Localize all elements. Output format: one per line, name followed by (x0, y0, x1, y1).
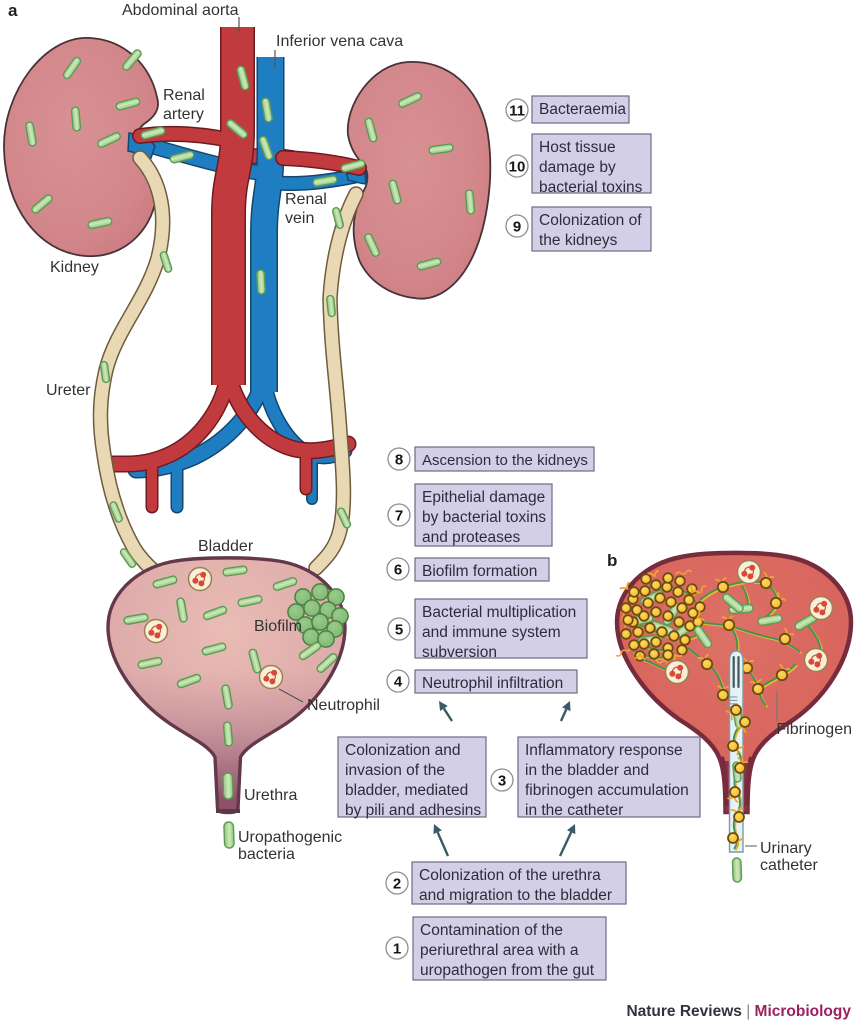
svg-text:a: a (8, 1, 18, 20)
svg-text:Contamination of the: Contamination of the (420, 922, 563, 939)
svg-text:and immune system: and immune system (422, 624, 561, 641)
svg-text:Neutrophil infiltration: Neutrophil infiltration (422, 675, 563, 692)
svg-text:5: 5 (395, 622, 403, 639)
svg-text:Ureter: Ureter (46, 382, 91, 399)
svg-text:8: 8 (395, 452, 403, 469)
svg-text:by bacterial toxins: by bacterial toxins (422, 509, 546, 526)
svg-text:Inflammatory response: Inflammatory response (525, 742, 683, 759)
svg-text:periurethral area with a: periurethral area with a (420, 942, 579, 959)
svg-text:Urinary: Urinary (760, 840, 812, 857)
svg-text:1: 1 (393, 941, 401, 958)
svg-text:9: 9 (513, 219, 521, 236)
svg-text:invasion of the: invasion of the (345, 762, 445, 779)
svg-text:artery: artery (163, 106, 204, 123)
svg-text:Host tissue: Host tissue (539, 139, 616, 156)
svg-text:bladder, mediated: bladder, mediated (345, 782, 468, 799)
svg-text:Nature Reviews | Microbiology: Nature Reviews | Microbiology (626, 1003, 851, 1020)
svg-text:Neutrophil: Neutrophil (307, 697, 380, 714)
svg-text:Kidney: Kidney (50, 259, 99, 276)
svg-text:Renal: Renal (163, 87, 205, 104)
svg-text:and proteases: and proteases (422, 529, 520, 546)
svg-text:2: 2 (393, 876, 401, 893)
svg-text:Abdominal aorta: Abdominal aorta (122, 2, 239, 19)
svg-text:the kidneys: the kidneys (539, 232, 618, 249)
svg-text:by pili and adhesins: by pili and adhesins (345, 802, 481, 819)
svg-text:Biofilm formation: Biofilm formation (422, 563, 537, 580)
svg-text:bacteria: bacteria (238, 846, 295, 863)
svg-text:Bacterial multiplication: Bacterial multiplication (422, 604, 576, 621)
svg-text:Colonization of the urethra: Colonization of the urethra (419, 867, 601, 884)
svg-text:Inferior vena cava: Inferior vena cava (276, 33, 403, 50)
svg-text:fibrinogen accumulation: fibrinogen accumulation (525, 782, 689, 799)
svg-text:vein: vein (285, 210, 314, 227)
svg-text:Biofilm: Biofilm (254, 618, 302, 635)
svg-text:Bladder: Bladder (198, 538, 254, 555)
svg-text:subversion: subversion (422, 644, 497, 661)
svg-text:6: 6 (394, 562, 402, 579)
svg-text:Colonization and: Colonization and (345, 742, 460, 759)
svg-text:Urethra: Urethra (244, 787, 297, 804)
svg-text:3: 3 (498, 773, 506, 790)
svg-text:10: 10 (509, 159, 526, 176)
svg-text:Colonization of: Colonization of (539, 212, 642, 229)
svg-text:Ascension to the kidneys: Ascension to the kidneys (422, 452, 588, 469)
svg-text:bacterial toxins: bacterial toxins (539, 179, 643, 196)
svg-text:b: b (607, 551, 617, 570)
svg-text:uropathogen from the gut: uropathogen from the gut (420, 962, 595, 979)
svg-text:11: 11 (509, 103, 525, 120)
svg-text:and migration to the bladder: and migration to the bladder (419, 887, 612, 904)
svg-text:4: 4 (394, 674, 403, 691)
svg-text:Fibrinogen: Fibrinogen (776, 721, 852, 738)
svg-text:Bacteraemia: Bacteraemia (539, 101, 626, 118)
svg-text:Uropathogenic: Uropathogenic (238, 829, 342, 846)
svg-text:Epithelial damage: Epithelial damage (422, 489, 545, 506)
svg-text:in the catheter: in the catheter (525, 802, 623, 819)
svg-text:catheter: catheter (760, 857, 818, 874)
svg-text:in the bladder and: in the bladder and (525, 762, 649, 779)
svg-text:damage by: damage by (539, 159, 616, 176)
svg-text:7: 7 (395, 508, 403, 525)
svg-text:Renal: Renal (285, 191, 327, 208)
